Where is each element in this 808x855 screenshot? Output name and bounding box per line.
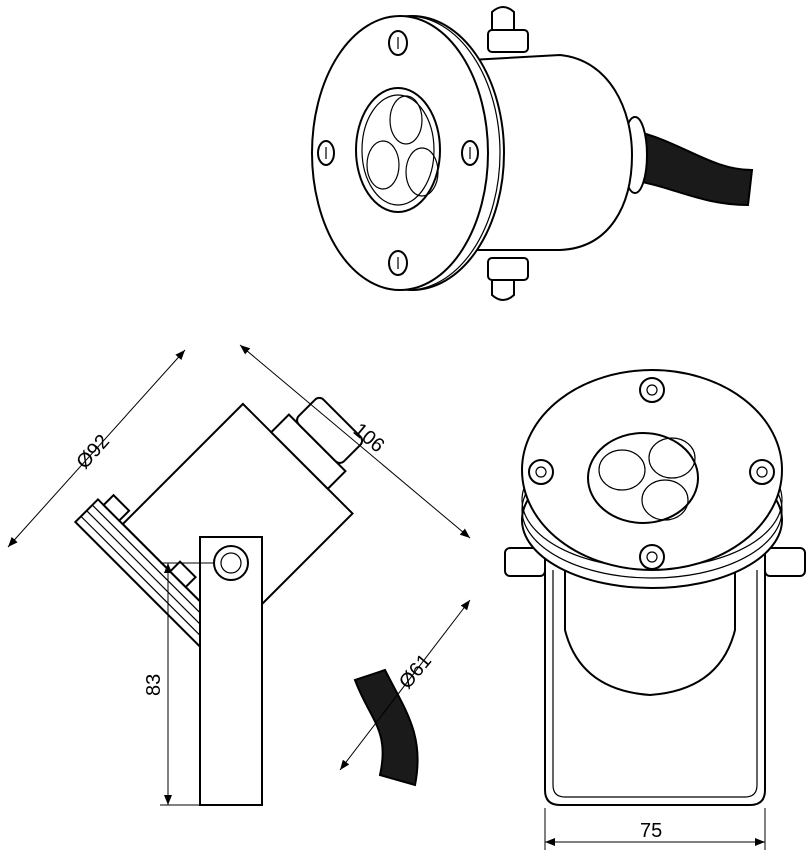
dimension-lines [7,344,471,806]
led-3 [405,147,439,197]
screws-front [528,377,775,570]
bracket-side [199,536,263,806]
bracket-ears [487,6,529,301]
u-bracket [544,570,766,806]
front-view: 75 [504,369,806,850]
lens-ring [355,87,441,213]
body-diameter-label: Ø61 [395,650,436,693]
cable [629,128,754,207]
bracket-width-label: 75 [640,820,662,842]
pivot-bolt [213,545,249,581]
side-view: Ø92 106 83 Ø61 [7,344,471,806]
led-1 [389,95,423,145]
screws [317,30,479,276]
flange-diameter-label: Ø92 [72,431,114,474]
bracket-height-label: 83 [143,674,165,696]
perspective-view [311,6,754,301]
lamp-body [469,53,634,251]
led-2 [366,140,400,190]
